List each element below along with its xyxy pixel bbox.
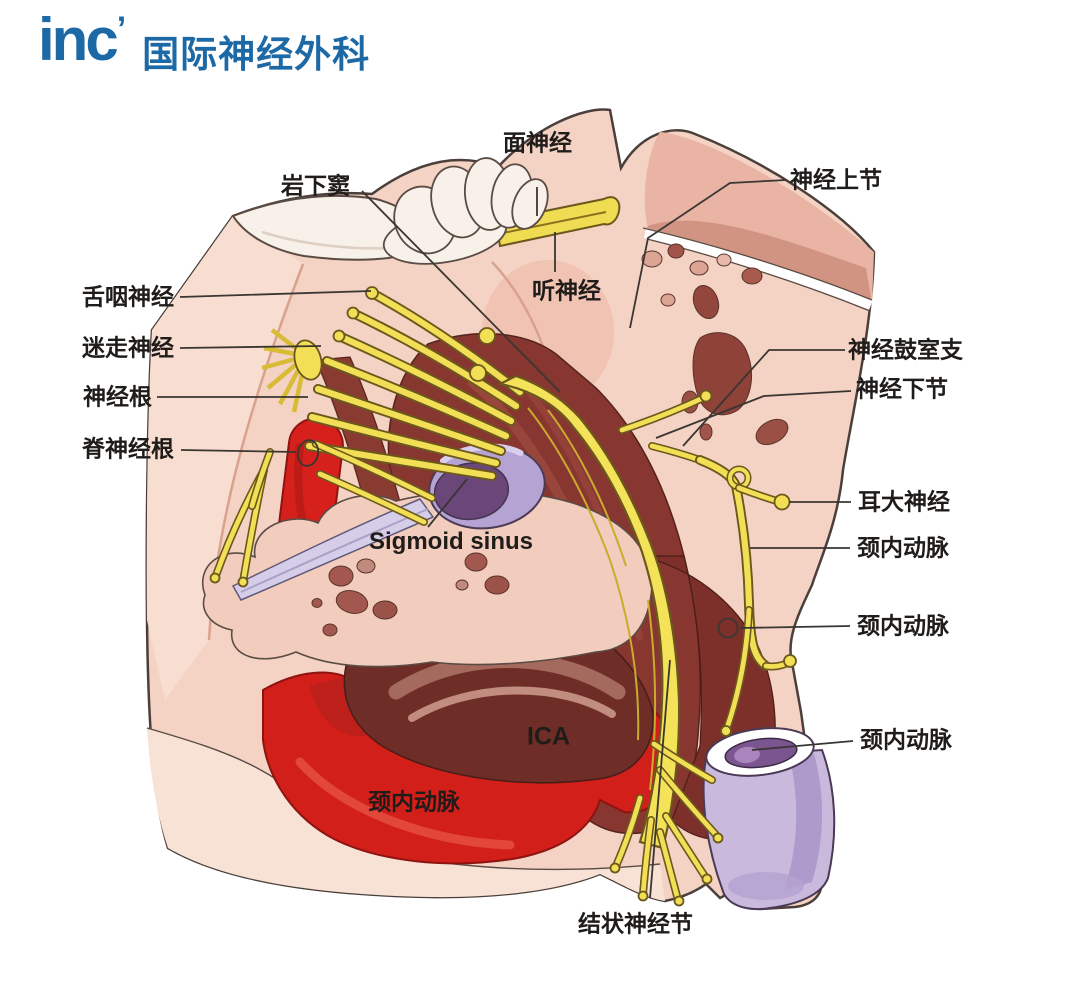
dura-white-stripe xyxy=(643,228,873,310)
annotation-circle-spinal-root xyxy=(296,439,320,467)
label-inferior-ganglion: 神经下节 xyxy=(856,375,948,402)
label-superior-ganglion: 神经上节 xyxy=(790,166,882,193)
nerve-bundle xyxy=(496,374,724,907)
label-tympanic-branch: 神经鼓室支 xyxy=(848,336,963,363)
logo-apostrophe-mark: ’ xyxy=(116,10,127,48)
logo: inc’ 国际神经外科 xyxy=(38,6,370,76)
logo-wordmark: inc xyxy=(38,6,119,73)
annotation-circle-carotid xyxy=(717,617,739,639)
leader-carotid-lower xyxy=(751,740,854,751)
label-auditory-nerve: 听神经 xyxy=(532,277,601,304)
label-nodose-ganglion: 结状神经节 xyxy=(578,910,693,937)
label-internal-carotid-lower: 颈内动脉 xyxy=(860,726,952,753)
label-great-auricular-nerve: 耳大神经 xyxy=(858,488,950,515)
leader-tympanic-branch xyxy=(682,349,845,447)
skin-bottom-light-band xyxy=(147,728,665,901)
label-internal-carotid-on-artery: 颈内动脉 xyxy=(368,788,460,815)
skin-left-light-band xyxy=(146,216,303,700)
label-internal-carotid-upper: 颈内动脉 xyxy=(857,534,949,561)
nerve-starburst xyxy=(261,328,323,413)
leader-inferior-petrosal-sinus xyxy=(361,190,561,393)
transverse-sinus-strip xyxy=(231,498,435,601)
leader-nodose-ganglion xyxy=(649,659,671,899)
label-inferior-petrosal-sinus: 岩下窦 xyxy=(281,172,350,199)
label-sigmoid-sinus: Sigmoid sinus xyxy=(369,527,534,555)
label-ica-abbrev: ICA xyxy=(527,722,571,751)
leader-spinal-nerve-root xyxy=(180,449,297,453)
label-nerve-root: 神经根 xyxy=(83,383,152,410)
leader-sigmoid-sinus xyxy=(427,478,468,528)
label-spinal-nerve-root: 脊神经根 xyxy=(82,435,174,462)
dura-flap-shape xyxy=(644,132,874,304)
leader-lines xyxy=(157,179,854,899)
jugular-vein-tube xyxy=(702,727,836,911)
stripe-edge-top xyxy=(642,227,873,301)
cerebellar-flocculus-structure xyxy=(231,157,549,265)
facial-auditory-nerve-band xyxy=(494,196,621,248)
leader-inferior-ganglion xyxy=(655,390,852,439)
label-facial-nerve: 面神经 xyxy=(503,129,572,156)
leader-superior-ganglion xyxy=(629,179,787,329)
dura-flap-shadow xyxy=(646,220,872,304)
label-vagus-nerve: 迷走神经 xyxy=(82,334,174,361)
label-glossopharyngeal-nerve: 舌咽神经 xyxy=(82,283,174,310)
leader-glossopharyngeal xyxy=(179,290,372,298)
label-internal-carotid-middle: 颈内动脉 xyxy=(857,612,949,639)
leader-vagus xyxy=(179,345,322,349)
nerve-rootlets-fan xyxy=(209,286,525,588)
logo-title: 国际神经外科 xyxy=(142,34,371,75)
leader-carotid-middle xyxy=(739,625,851,629)
skull-base-bone xyxy=(202,490,653,668)
great-auricular-nerve-shape xyxy=(695,455,797,737)
